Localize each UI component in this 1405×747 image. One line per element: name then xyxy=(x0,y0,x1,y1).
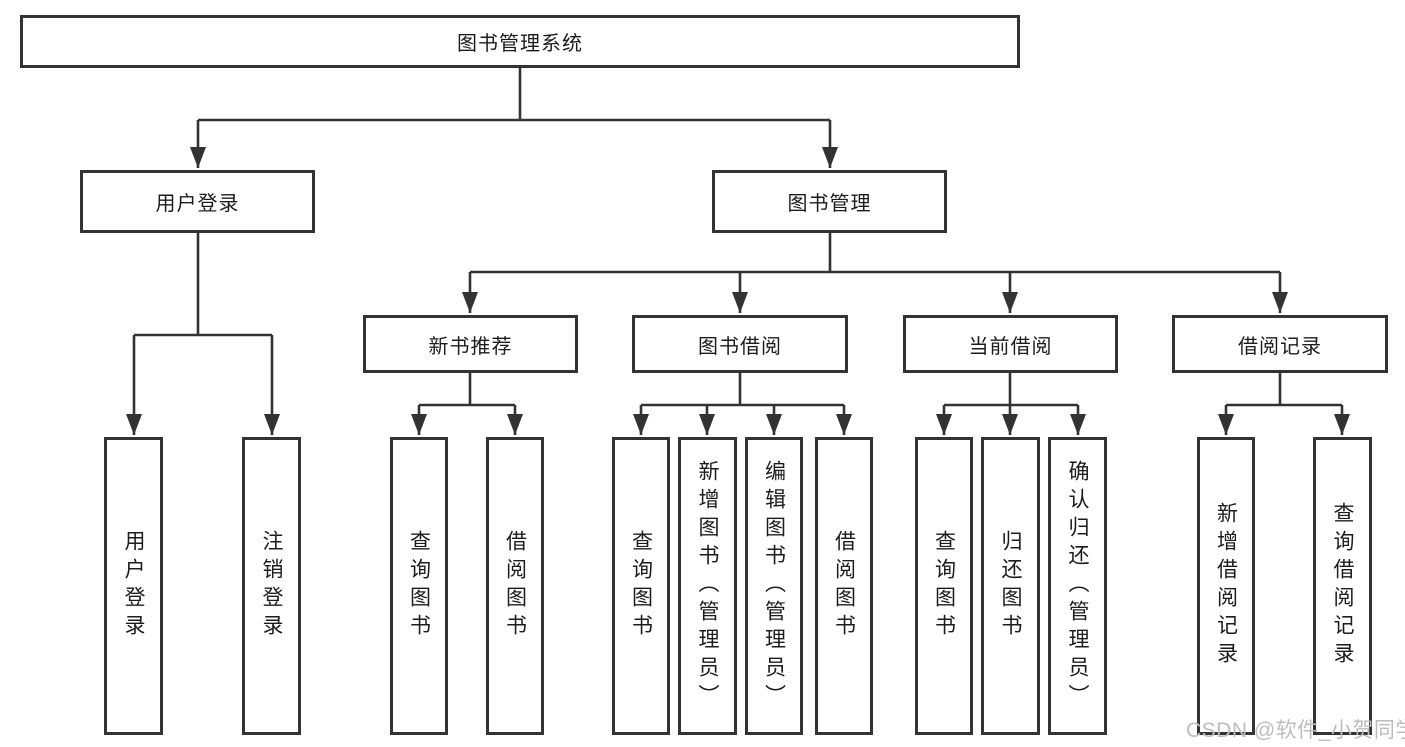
leaf-query-books-2: 查询图书 xyxy=(612,437,670,735)
leaf-return-book-label: 归还图书 xyxy=(999,530,1022,642)
node-root-label: 图书管理系统 xyxy=(457,33,583,55)
leaf-borrow-books-2-label: 借阅图书 xyxy=(832,530,856,642)
node-current-borrow: 当前借阅 xyxy=(903,315,1118,373)
leaf-query-borrow-record: 查询借阅记录 xyxy=(1313,437,1372,735)
leaf-query-borrow-record-label: 查询借阅记录 xyxy=(1331,502,1354,670)
watermark-text: CSDN @软件_小贺同学 xyxy=(1186,719,1405,742)
node-book-management-label: 图书管理 xyxy=(787,193,872,215)
leaf-borrow-books-1: 借阅图书 xyxy=(486,437,544,735)
leaf-query-books-1: 查询图书 xyxy=(390,437,448,735)
node-borrow-records-label: 借阅记录 xyxy=(1238,335,1322,358)
leaf-query-books-3: 查询图书 xyxy=(915,437,973,735)
node-borrow-records: 借阅记录 xyxy=(1172,315,1388,373)
leaf-logout: 注销登录 xyxy=(242,437,301,735)
node-new-book-recommend: 新书推荐 xyxy=(363,315,578,373)
leaf-query-books-2-label: 查询图书 xyxy=(629,530,653,642)
leaf-logout-label: 注销登录 xyxy=(260,530,283,642)
leaf-add-book-admin-label: 新增图书（管理员） xyxy=(696,460,719,712)
leaf-query-books-1-label: 查询图书 xyxy=(407,530,431,642)
leaf-add-book-admin: 新增图书（管理员） xyxy=(678,437,737,735)
node-new-book-recommend-label: 新书推荐 xyxy=(428,335,513,358)
leaf-borrow-books-2: 借阅图书 xyxy=(815,437,873,735)
leaf-edit-book-admin: 编辑图书（管理员） xyxy=(745,437,803,735)
node-book-borrow-label: 图书借阅 xyxy=(698,335,782,358)
node-book-management: 图书管理 xyxy=(712,170,947,233)
node-current-borrow-label: 当前借阅 xyxy=(968,335,1053,358)
leaf-add-borrow-record: 新增借阅记录 xyxy=(1197,437,1255,735)
node-user-login-label: 用户登录 xyxy=(155,193,240,215)
node-root: 图书管理系统 xyxy=(20,15,1020,68)
leaf-confirm-return-admin: 确认归还（管理员） xyxy=(1048,437,1107,735)
leaf-query-books-3-label: 查询图书 xyxy=(932,530,956,642)
leaf-confirm-return-admin-label: 确认归还（管理员） xyxy=(1066,460,1089,712)
leaf-edit-book-admin-label: 编辑图书（管理员） xyxy=(762,460,786,712)
node-user-login: 用户登录 xyxy=(80,170,315,233)
leaf-add-borrow-record-label: 新增借阅记录 xyxy=(1214,502,1238,670)
leaf-user-login: 用户登录 xyxy=(104,437,163,735)
leaf-borrow-books-1-label: 借阅图书 xyxy=(503,530,527,642)
leaf-user-login-label: 用户登录 xyxy=(122,530,145,642)
leaf-return-book: 归还图书 xyxy=(981,437,1040,735)
node-book-borrow: 图书借阅 xyxy=(632,315,848,373)
